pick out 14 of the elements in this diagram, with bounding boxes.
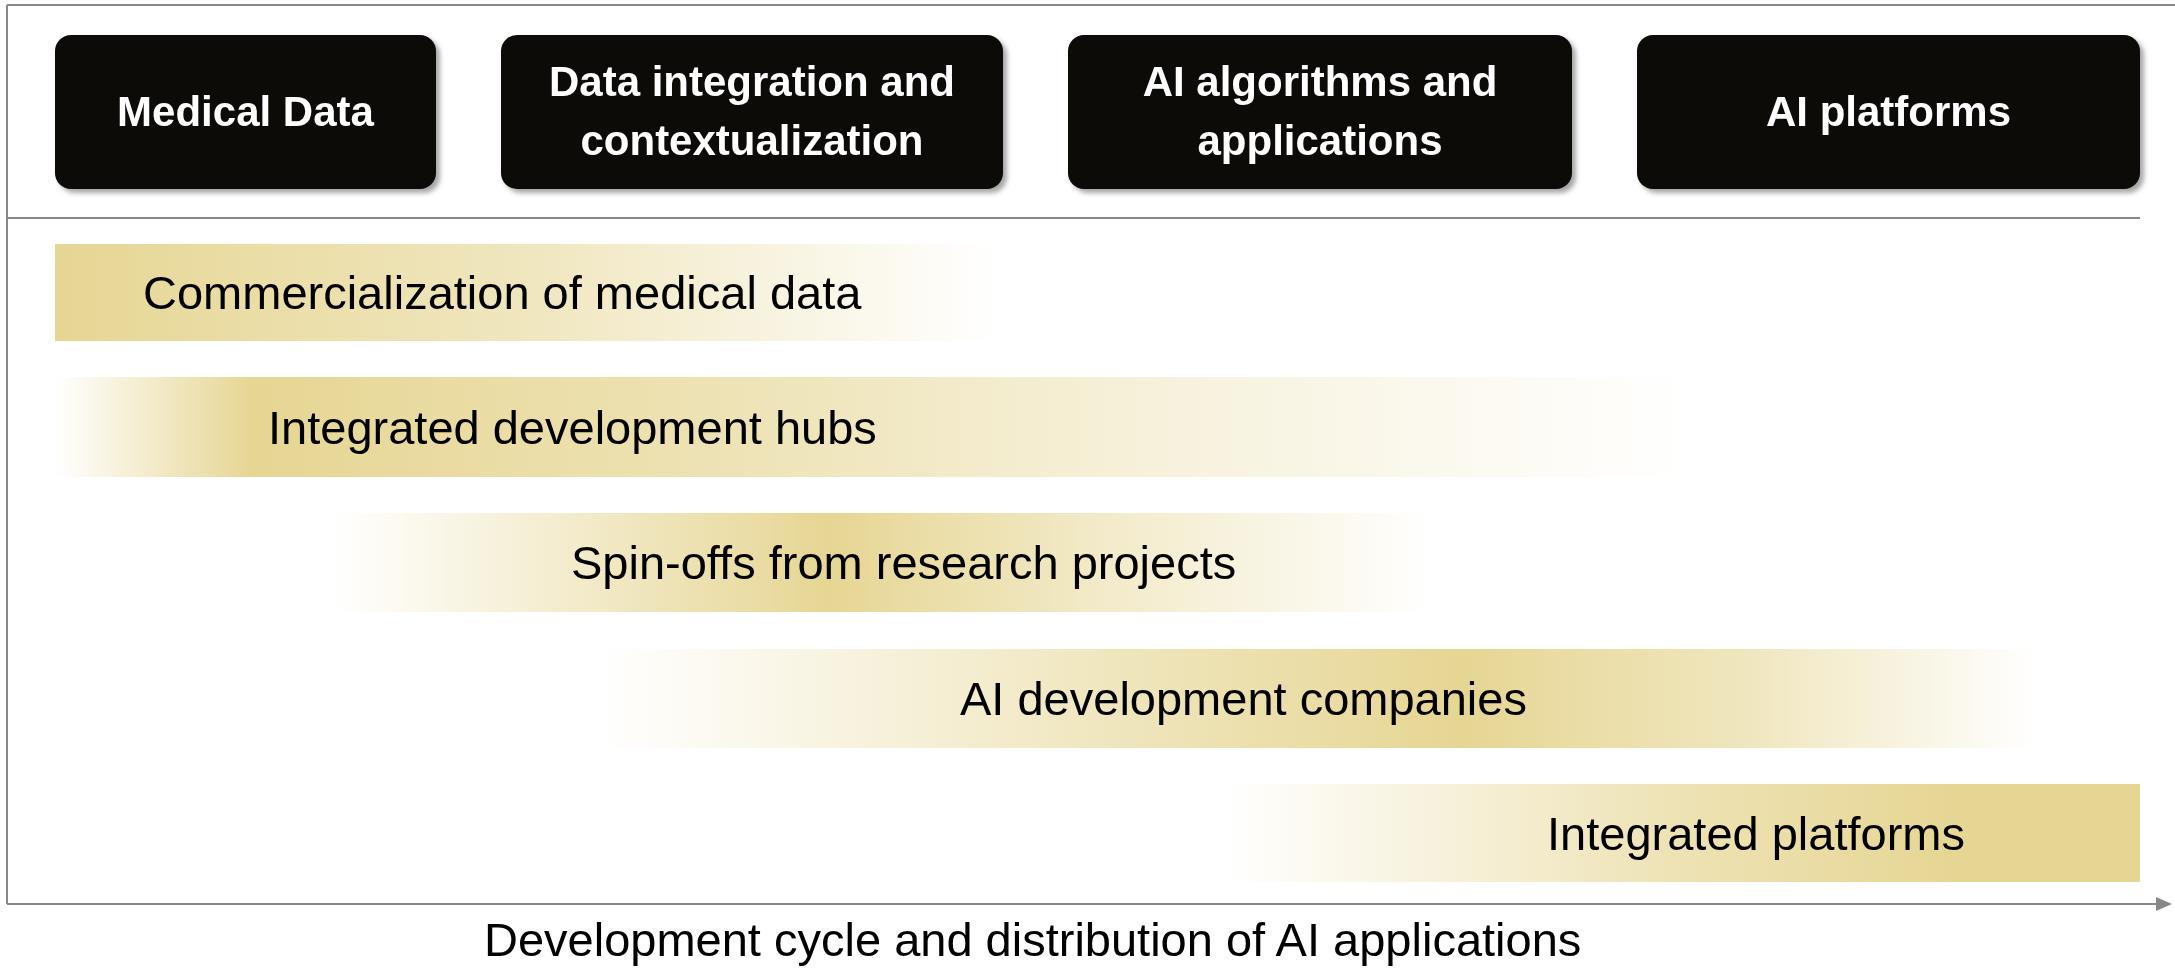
band-label: Integrated platforms (1547, 805, 1965, 861)
axis-label: Development cycle and distribution of AI applications (484, 912, 1582, 967)
stage-label: Medical Data (117, 86, 374, 137)
stage-box (1068, 35, 1572, 189)
band-label: AI development companies (960, 671, 1527, 726)
stage-label: AI algorithms and applications (1141, 57, 1499, 166)
stage-box (55, 35, 436, 189)
stage-box (1637, 35, 2140, 189)
band-label: Commercialization of medical data (143, 265, 862, 320)
band-label: Spin-offs from research projects (571, 535, 1237, 590)
stage-label: Data integration and contextualization (547, 57, 956, 166)
stage-box (501, 35, 1003, 189)
stage-label: AI platforms (1766, 86, 2011, 137)
band-label: Integrated development hubs (268, 399, 877, 455)
